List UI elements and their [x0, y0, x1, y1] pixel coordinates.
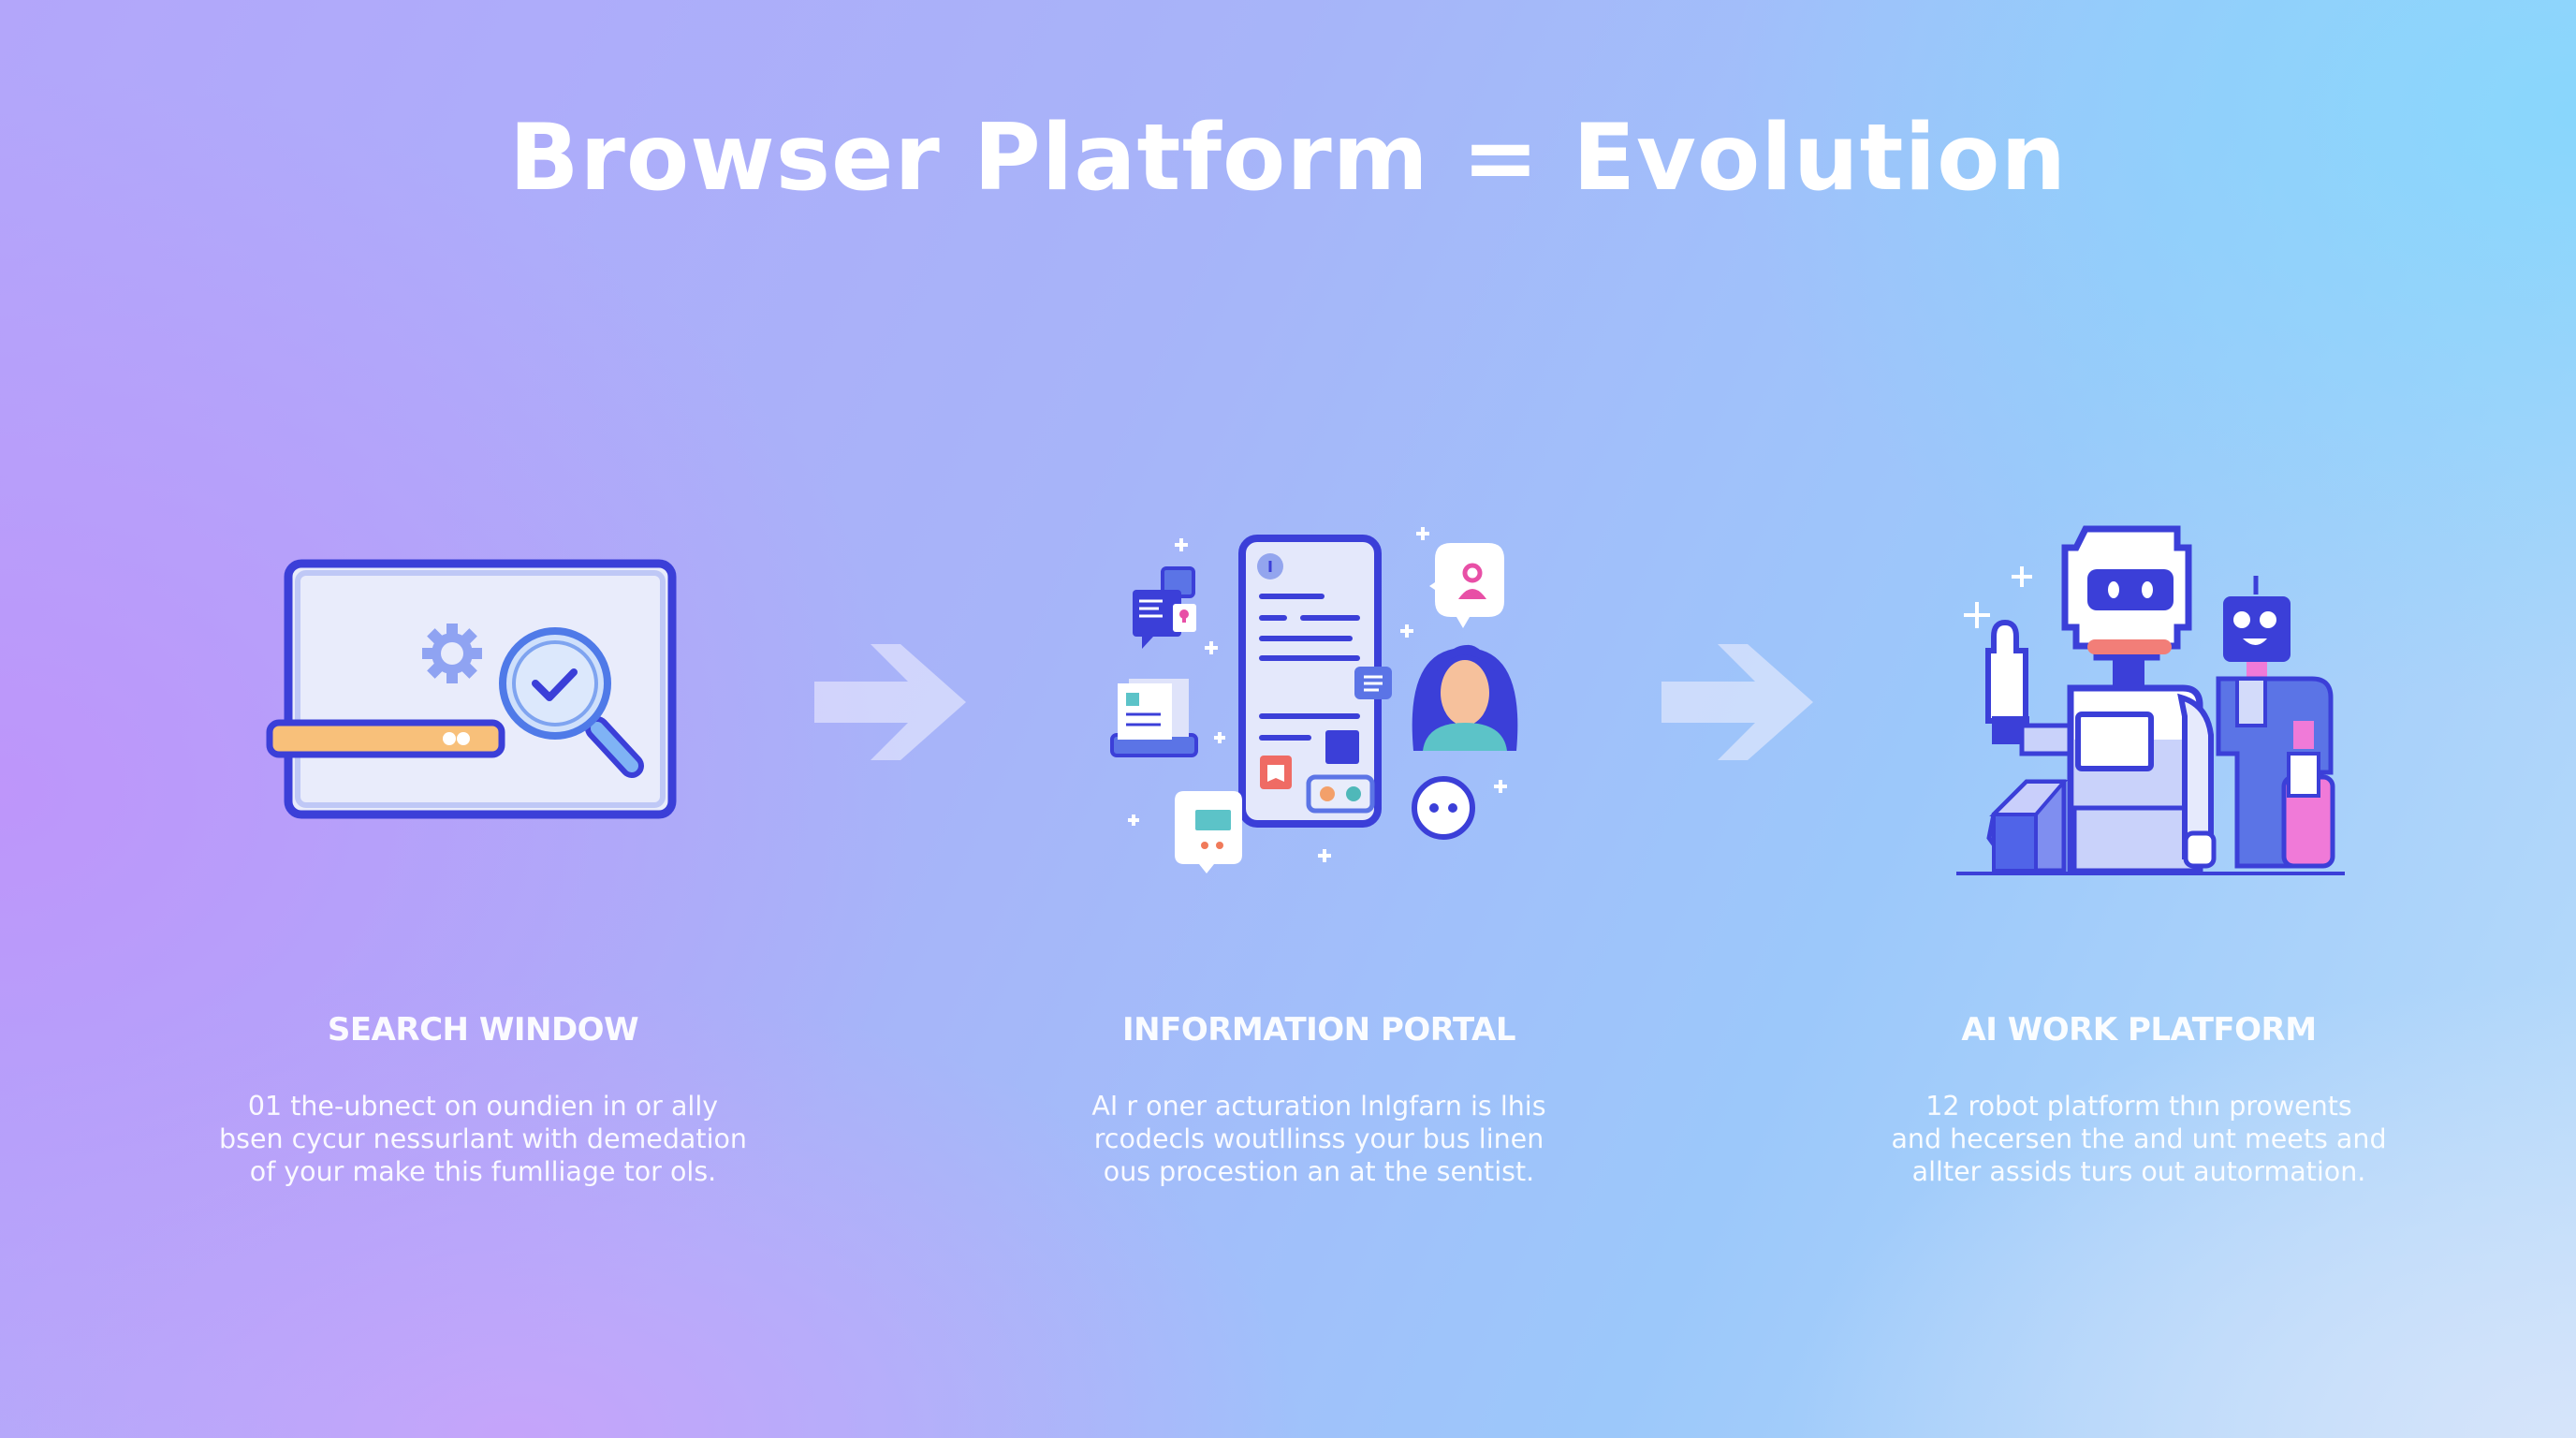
browser-search-window-icon — [266, 559, 677, 819]
stage-description: 12 robot platform thın prowents and hece… — [1891, 1091, 2387, 1187]
stage-heading: INFORMATION PORTAL — [1122, 1011, 1515, 1049]
arrow-right-icon — [1661, 644, 1813, 760]
stage-heading: AI WORK PLATFORM — [1961, 1011, 2317, 1049]
stage-ai-work-platform: AI WORK PLATFORM 12 robot platform thın … — [1802, 1011, 2476, 1188]
sparkle-icon — [1964, 566, 2032, 628]
user-avatar-icon — [1412, 644, 1518, 751]
stage-heading: SEARCH WINDOW — [327, 1011, 639, 1049]
page-title: Browser Platform = Evolution — [508, 105, 2068, 212]
stage-description: AI r oner acturation lnlgfarn is lhis rc… — [1091, 1091, 1546, 1187]
big-robot — [1985, 525, 2217, 874]
sparkle-icon — [1128, 527, 1507, 862]
ai-robots-icon — [1956, 525, 2345, 875]
search-bar — [266, 719, 505, 758]
magnifier-check-icon — [499, 627, 644, 778]
stage-search-window: SEARCH WINDOW 01 the-ubnect on oundien i… — [146, 1011, 820, 1188]
stage-information-portal: INFORMATION PORTAL AI r oner acturation … — [982, 1011, 1656, 1188]
information-portal-phone-icon — [1110, 527, 1518, 873]
small-robot — [2216, 576, 2335, 869]
gear-icon — [422, 624, 482, 683]
stage-description: 01 the-ubnect on oundien in or ally bsen… — [219, 1091, 747, 1187]
arrow-right-icon — [814, 644, 966, 760]
